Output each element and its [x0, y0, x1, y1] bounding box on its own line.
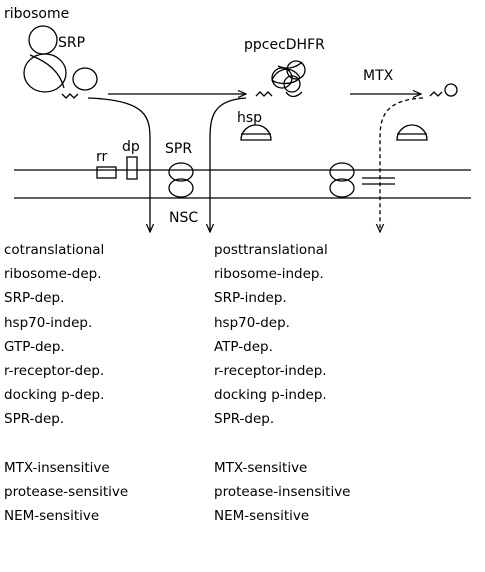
posttranslational-path: [210, 97, 247, 232]
list-item: docking p-indep.: [214, 387, 327, 404]
dp-label: dp: [122, 139, 140, 155]
ppcecdhfr-protein-icon: [255, 60, 306, 98]
hsp-icon: [240, 124, 272, 141]
dp-receptor-icon: [126, 156, 138, 180]
list-item: NEM-sensitive: [214, 507, 310, 524]
mtx-path: [380, 97, 424, 232]
nsc-label: NSC: [169, 210, 198, 226]
mtx-label: MTX: [363, 68, 394, 84]
list-item: MTX-insensitive: [4, 459, 110, 476]
list-item: cotranslational: [4, 242, 105, 258]
list-item: docking p-dep.: [4, 387, 105, 404]
list-item: ATP-dep.: [214, 338, 273, 355]
list-item: protease-insensitive: [214, 483, 351, 500]
list-item: r-receptor-indep.: [214, 362, 327, 379]
membrane: [14, 169, 471, 199]
list-item: r-receptor-dep.: [4, 362, 105, 379]
list-item: ribosome-dep.: [4, 266, 102, 283]
cotranslational-properties: cotranslational ribosome-dep. SRP-dep. h…: [4, 238, 128, 528]
spacer: [4, 432, 128, 456]
rr-receptor-icon: [96, 166, 117, 179]
rr-label: rr: [96, 149, 108, 165]
list-item: MTX-sensitive: [214, 459, 308, 476]
list-item: SRP-indep.: [214, 290, 287, 307]
list-item: NEM-sensitive: [4, 507, 100, 524]
spr-pore-icon: [168, 162, 194, 198]
pore-icon-right: [329, 162, 395, 198]
hsp-label: hsp: [237, 110, 262, 126]
list-item: protease-sensitive: [4, 483, 129, 500]
spacer: [214, 432, 351, 456]
cotranslational-path: [87, 97, 150, 232]
list-item: GTP-dep.: [4, 338, 65, 355]
list-item: SRP-dep.: [4, 290, 65, 307]
ppcecdhfr-label: ppcecDHFR: [244, 37, 325, 53]
pathway-diagram: ribosome SRP ppcecDHFR MTX hsp rr dp SPR…: [4, 6, 471, 240]
mtx-bound-protein-icon: [429, 83, 458, 97]
list-item: SPR-dep.: [4, 411, 65, 428]
list-item: posttranslational: [214, 242, 328, 258]
hsp-icon-right: [396, 124, 428, 141]
list-item: ribosome-indep.: [214, 266, 324, 283]
ribosome-icon: [23, 25, 67, 93]
list-item: hsp70-dep.: [214, 314, 290, 331]
srp-label: SRP: [58, 35, 85, 51]
list-item: hsp70-indep.: [4, 314, 93, 331]
ribosome-label: ribosome: [4, 6, 69, 22]
spr-label: SPR: [165, 141, 192, 157]
list-item: SPR-dep.: [214, 411, 275, 428]
srp-icon: [29, 54, 98, 99]
posttranslational-properties: posttranslational ribosome-indep. SRP-in…: [214, 238, 351, 528]
